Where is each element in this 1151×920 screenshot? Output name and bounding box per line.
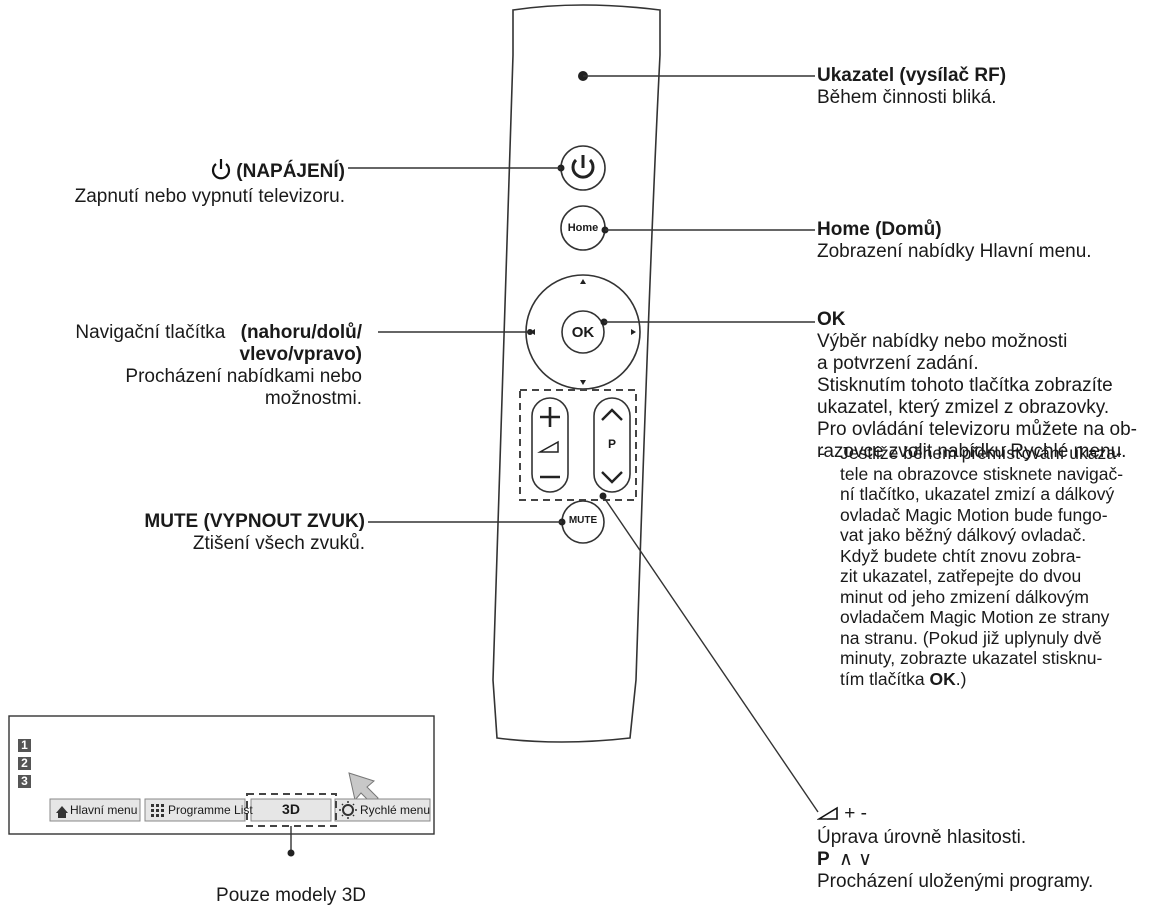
home-desc: Zobrazení nabídky Hlavní menu. (817, 241, 1147, 263)
chevron-up-icon: ∧ (839, 849, 853, 870)
nav-callout: Navigační tlačítka (nahoru/dolů/ vlevo/v… (20, 322, 362, 410)
screen-button-hlavni-menu[interactable]: Hlavní menu (70, 803, 137, 817)
ok-line: Stisknutím tohoto tlačítka zobrazíte (817, 375, 1147, 397)
ok-note-line: minut od jeho zmizení dálkovým (840, 587, 1146, 608)
mute-callout: MUTE (VYPNOUT ZVUK) Ztišení všech zvuků. (20, 511, 365, 555)
screen-button-3d[interactable]: 3D (251, 801, 331, 817)
power-title: (NAPÁJENÍ) (236, 161, 345, 182)
home-button-label: Home (565, 222, 601, 234)
ok-line: a potvrzení zadání. (817, 353, 1147, 375)
ok-button-label: OK (569, 324, 597, 341)
chevron-down-icon: ∨ (858, 849, 872, 870)
ok-note-dash: - (819, 443, 825, 464)
volume-callout: + - Úprava úrovně hlasitosti. P ∧ ∨ Proc… (817, 803, 1147, 893)
ok-note-line: minuty, zobrazte ukazatel stisknu- (840, 648, 1146, 669)
power-desc: Zapnutí nebo vypnutí televizoru. (20, 186, 345, 208)
ok-line: Pro ovládání televizoru můžete na ob- (817, 419, 1147, 441)
power-callout: (NAPÁJENÍ) Zapnutí nebo vypnutí televizo… (20, 158, 345, 208)
mute-button-label: MUTE (565, 515, 601, 526)
nav-title-prefix: Navigační tlačítka (75, 322, 225, 343)
mute-title: MUTE (VYPNOUT ZVUK) (20, 511, 365, 533)
ok-line: ukazatel, který zmizel z obrazovky. (817, 397, 1147, 419)
ok-note-line: Když budete chtít znovu zobra- (840, 546, 1146, 567)
nav-title-bold-2: vlevo/vpravo) (20, 344, 362, 366)
nav-title-bold-1: (nahoru/dolů/ (241, 322, 362, 343)
channel-p-title: P (817, 849, 830, 870)
pointer-callout: Ukazatel (vysílač RF) Během činnosti bli… (817, 65, 1147, 109)
ok-note-line: na stranu. (Pokud již uplynuly dvě (840, 628, 1146, 649)
screen-number: 3 (18, 774, 31, 788)
screen-number: 2 (18, 756, 31, 770)
volume-rocker-graphic (532, 398, 568, 492)
ok-callout: OK Výběr nabídky nebo možnosti a potvrze… (817, 309, 1147, 463)
home-title: Home (Domů) (817, 219, 1147, 241)
ok-note-last-suffix: .) (956, 669, 967, 689)
home-callout: Home (Domů) Zobrazení nabídky Hlavní men… (817, 219, 1147, 263)
volume-title: + - (844, 803, 867, 824)
ok-note-line: ovladač Magic Motion bude fungo- (840, 505, 1146, 526)
ok-note-line: ní tlačítko, ukazatel zmizí a dálkový (840, 484, 1146, 505)
ok-line: Výběr nabídky nebo možnosti (817, 331, 1147, 353)
power-icon (211, 158, 231, 186)
screen-button-programme-list[interactable]: Programme List (168, 803, 253, 817)
volume-icon (817, 805, 839, 827)
ok-note-last-prefix: tím tlačítka (840, 669, 929, 689)
ok-note-line: Jestliže během přemísťování ukaza- (840, 443, 1146, 464)
ok-note: Jestliže během přemísťování ukaza- tele … (840, 443, 1146, 689)
ok-note-line: vat jako běžný dálkový ovladač. (840, 525, 1146, 546)
screen-button-rychle-menu[interactable]: Rychlé menu (360, 803, 430, 817)
screen-caption: Pouze modely 3D (191, 885, 391, 907)
ok-note-line: zit ukazatel, zatřepejte do dvou (840, 566, 1146, 587)
ok-note-line: ovladačem Magic Motion ze strany (840, 607, 1146, 628)
nav-desc-1: Procházení nabídkami nebo (20, 366, 362, 388)
pointer-desc: Během činnosti bliká. (817, 87, 1147, 109)
ok-note-last-bold: OK (929, 669, 955, 689)
ok-title: OK (817, 309, 1147, 331)
ok-note-line: tele na obrazovce stisknete navigač- (840, 464, 1146, 485)
channel-p-label: P (604, 437, 620, 451)
nav-desc-2: možnostmi. (20, 388, 362, 410)
pointer-title: Ukazatel (vysílač RF) (817, 65, 1147, 87)
mute-desc: Ztišení všech zvuků. (20, 533, 365, 555)
channel-desc: Procházení uloženými programy. (817, 871, 1147, 893)
volume-desc: Úprava úrovně hlasitosti. (817, 827, 1147, 849)
screen-number: 1 (18, 738, 31, 752)
tv-screen-graphic (9, 716, 434, 857)
